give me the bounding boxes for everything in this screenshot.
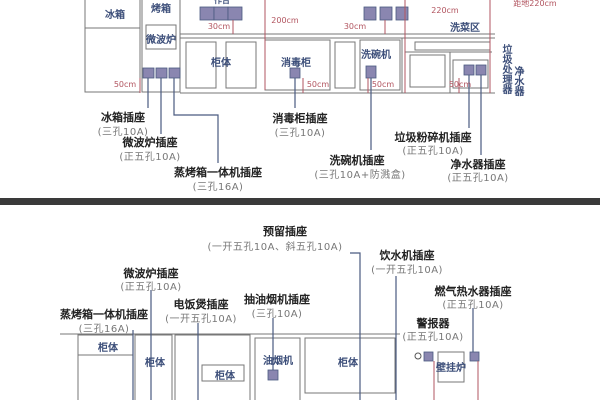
dishwasher-socket-title: 洗碗机插座 [329, 154, 385, 167]
rice-cooker-socket-title: 电饭煲插座 [173, 298, 229, 311]
rice-cooker-socket-spec: (一开五孔10A) [165, 314, 237, 325]
disinfection-cabinet-label: 消毒柜 [281, 58, 311, 69]
gas-heater-socket-spec: (正五孔10A) [442, 300, 504, 311]
fridge-socket-spec: (三孔10A) [97, 127, 149, 138]
dishwasher-socket-spec: (三孔10A+防溅盒) [314, 170, 406, 181]
reserved-socket-spec: (一开五孔10A、斜五孔10A) [207, 242, 343, 253]
dimension-floor-220cm: 距地220cm [513, 0, 557, 8]
water-purifier-label: 净水器 [512, 66, 523, 96]
gas-heater-socket-title: 燃气热水器插座 [434, 285, 512, 298]
cabinet-label-b2: 柜体 [145, 358, 165, 369]
dimension-50cm-4: 50cm [448, 80, 472, 89]
steam-oven-socket-title: 蒸烤箱一体机插座 [174, 166, 262, 179]
dimension-30cm: 30cm [207, 22, 231, 31]
range-hood-label: 油烟机 [263, 356, 293, 367]
microwave-socket-title: 微波炉插座 [122, 136, 178, 149]
disposer-socket-title: 垃圾粉碎机插座 [394, 131, 472, 144]
water-dispenser-socket-spec: (一开五孔10A) [371, 265, 443, 276]
microwave-socket-2-spec: (正五孔10A) [120, 282, 182, 293]
microwave-label: 微波炉 [146, 35, 176, 46]
dimension-200cm: 200cm [271, 16, 299, 25]
microwave-socket-2-title: 微波炉插座 [123, 267, 179, 280]
purifier-socket-spec: (正五孔10A) [447, 173, 509, 184]
dimension-220cm: 220cm [431, 6, 459, 15]
oven-label: 烤箱 [151, 4, 171, 15]
garbage-disposer-label: 垃圾处理器 [500, 44, 511, 94]
dimension-50cm-3: 50cm [371, 80, 395, 89]
sink-area-label: 洗菜区 [450, 23, 480, 34]
wall-boiler-label: 壁挂炉 [436, 363, 466, 374]
dimension-30cm-2: 30cm [343, 22, 367, 31]
water-dispenser-socket-title: 饮水机插座 [379, 249, 435, 262]
dishwasher-label: 洗碗机 [361, 50, 391, 61]
alarm-socket-title: 警报器 [416, 317, 450, 330]
alarm-socket-spec: (正五孔10A) [402, 332, 464, 343]
cabinet-label-b4: 柜体 [338, 358, 358, 369]
dimension-50cm-2: 50cm [306, 80, 330, 89]
range-hood-socket-title: 抽油烟机插座 [244, 293, 310, 306]
microwave-socket-spec: (正五孔10A) [119, 152, 181, 163]
steam-oven-socket-2-title: 蒸烤箱一体机插座 [60, 308, 148, 321]
section-divider [0, 198, 600, 205]
disinfection-socket-title: 消毒柜插座 [272, 112, 328, 125]
disposer-socket-spec: (正五孔10A) [402, 146, 464, 157]
cabinet-label-b1: 柜体 [98, 343, 118, 354]
cabinet-label: 柜体 [211, 58, 231, 69]
countertop-label: 作台 [214, 0, 230, 5]
fridge-label: 冰箱 [105, 10, 125, 21]
fridge-socket-title: 冰箱插座 [101, 111, 145, 124]
reserved-socket-title: 预留插座 [263, 225, 307, 238]
purifier-socket-title: 净水器插座 [450, 158, 506, 171]
steam-oven-socket-2-spec: (三孔16A) [78, 324, 130, 335]
range-hood-socket-spec: (三孔10A) [251, 309, 303, 320]
cabinet-label-b3: 柜体 [215, 371, 235, 382]
steam-oven-socket-spec: (三孔16A) [192, 182, 244, 193]
disinfection-socket-spec: (三孔10A) [274, 128, 326, 139]
dimension-50cm-1: 50cm [113, 80, 137, 89]
